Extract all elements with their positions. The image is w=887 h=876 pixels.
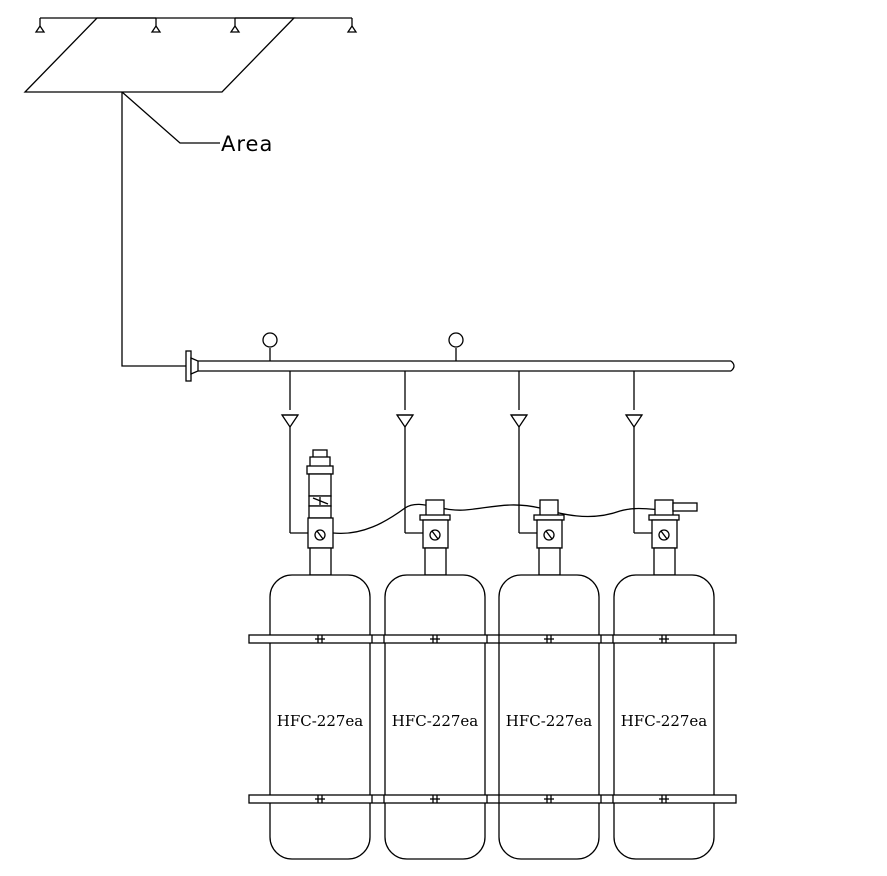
cylinder-label: HFC-227ea xyxy=(277,712,364,730)
check-valve xyxy=(280,371,308,534)
pneumatic-actuator-with-nozzle xyxy=(648,499,698,521)
manifold-pipe xyxy=(198,360,735,372)
check-valve xyxy=(509,371,537,534)
pressure-gauge-1 xyxy=(262,332,278,361)
cylinder-valve xyxy=(651,519,678,576)
check-valve xyxy=(624,371,652,534)
rack-strap-lower xyxy=(248,794,737,804)
cylinder-body xyxy=(269,574,371,860)
strap-bolts xyxy=(315,635,669,803)
area-leader-line xyxy=(121,91,220,144)
pilot-line xyxy=(332,503,677,535)
cylinder-assembly-4: HFC-227ea xyxy=(613,371,715,860)
nozzle-3 xyxy=(229,18,241,33)
pressure-gauge-2 xyxy=(448,332,464,361)
cylinder-valve xyxy=(307,517,334,576)
check-valve xyxy=(395,371,423,534)
cylinder-label: HFC-227ea xyxy=(392,712,479,730)
pneumatic-actuator xyxy=(419,499,451,521)
cylinder-label: HFC-227ea xyxy=(506,712,593,730)
nozzle-1 xyxy=(34,18,46,33)
cylinder-valve xyxy=(422,519,449,576)
cylinder-body xyxy=(498,574,600,860)
cylinder-body xyxy=(384,574,486,860)
cylinder-assembly-3: HFC-227ea xyxy=(498,371,600,860)
area-outline xyxy=(23,17,296,93)
cylinder-body xyxy=(613,574,715,860)
cylinder-label: HFC-227ea xyxy=(621,712,708,730)
solenoid-actuator xyxy=(306,449,334,519)
supply-pipe xyxy=(121,92,186,367)
protected-area xyxy=(23,17,358,93)
pipe-flange xyxy=(185,350,199,382)
rack-strap-upper xyxy=(248,634,737,644)
cylinder-assembly-2: HFC-227ea xyxy=(384,371,486,860)
nozzle-2 xyxy=(150,18,162,33)
area-label: Area xyxy=(221,132,273,156)
cylinder-valve xyxy=(536,519,563,576)
nozzle-4 xyxy=(346,18,358,33)
cylinder-assembly-1: HFC-227ea xyxy=(269,371,371,860)
pneumatic-actuator xyxy=(533,499,565,521)
